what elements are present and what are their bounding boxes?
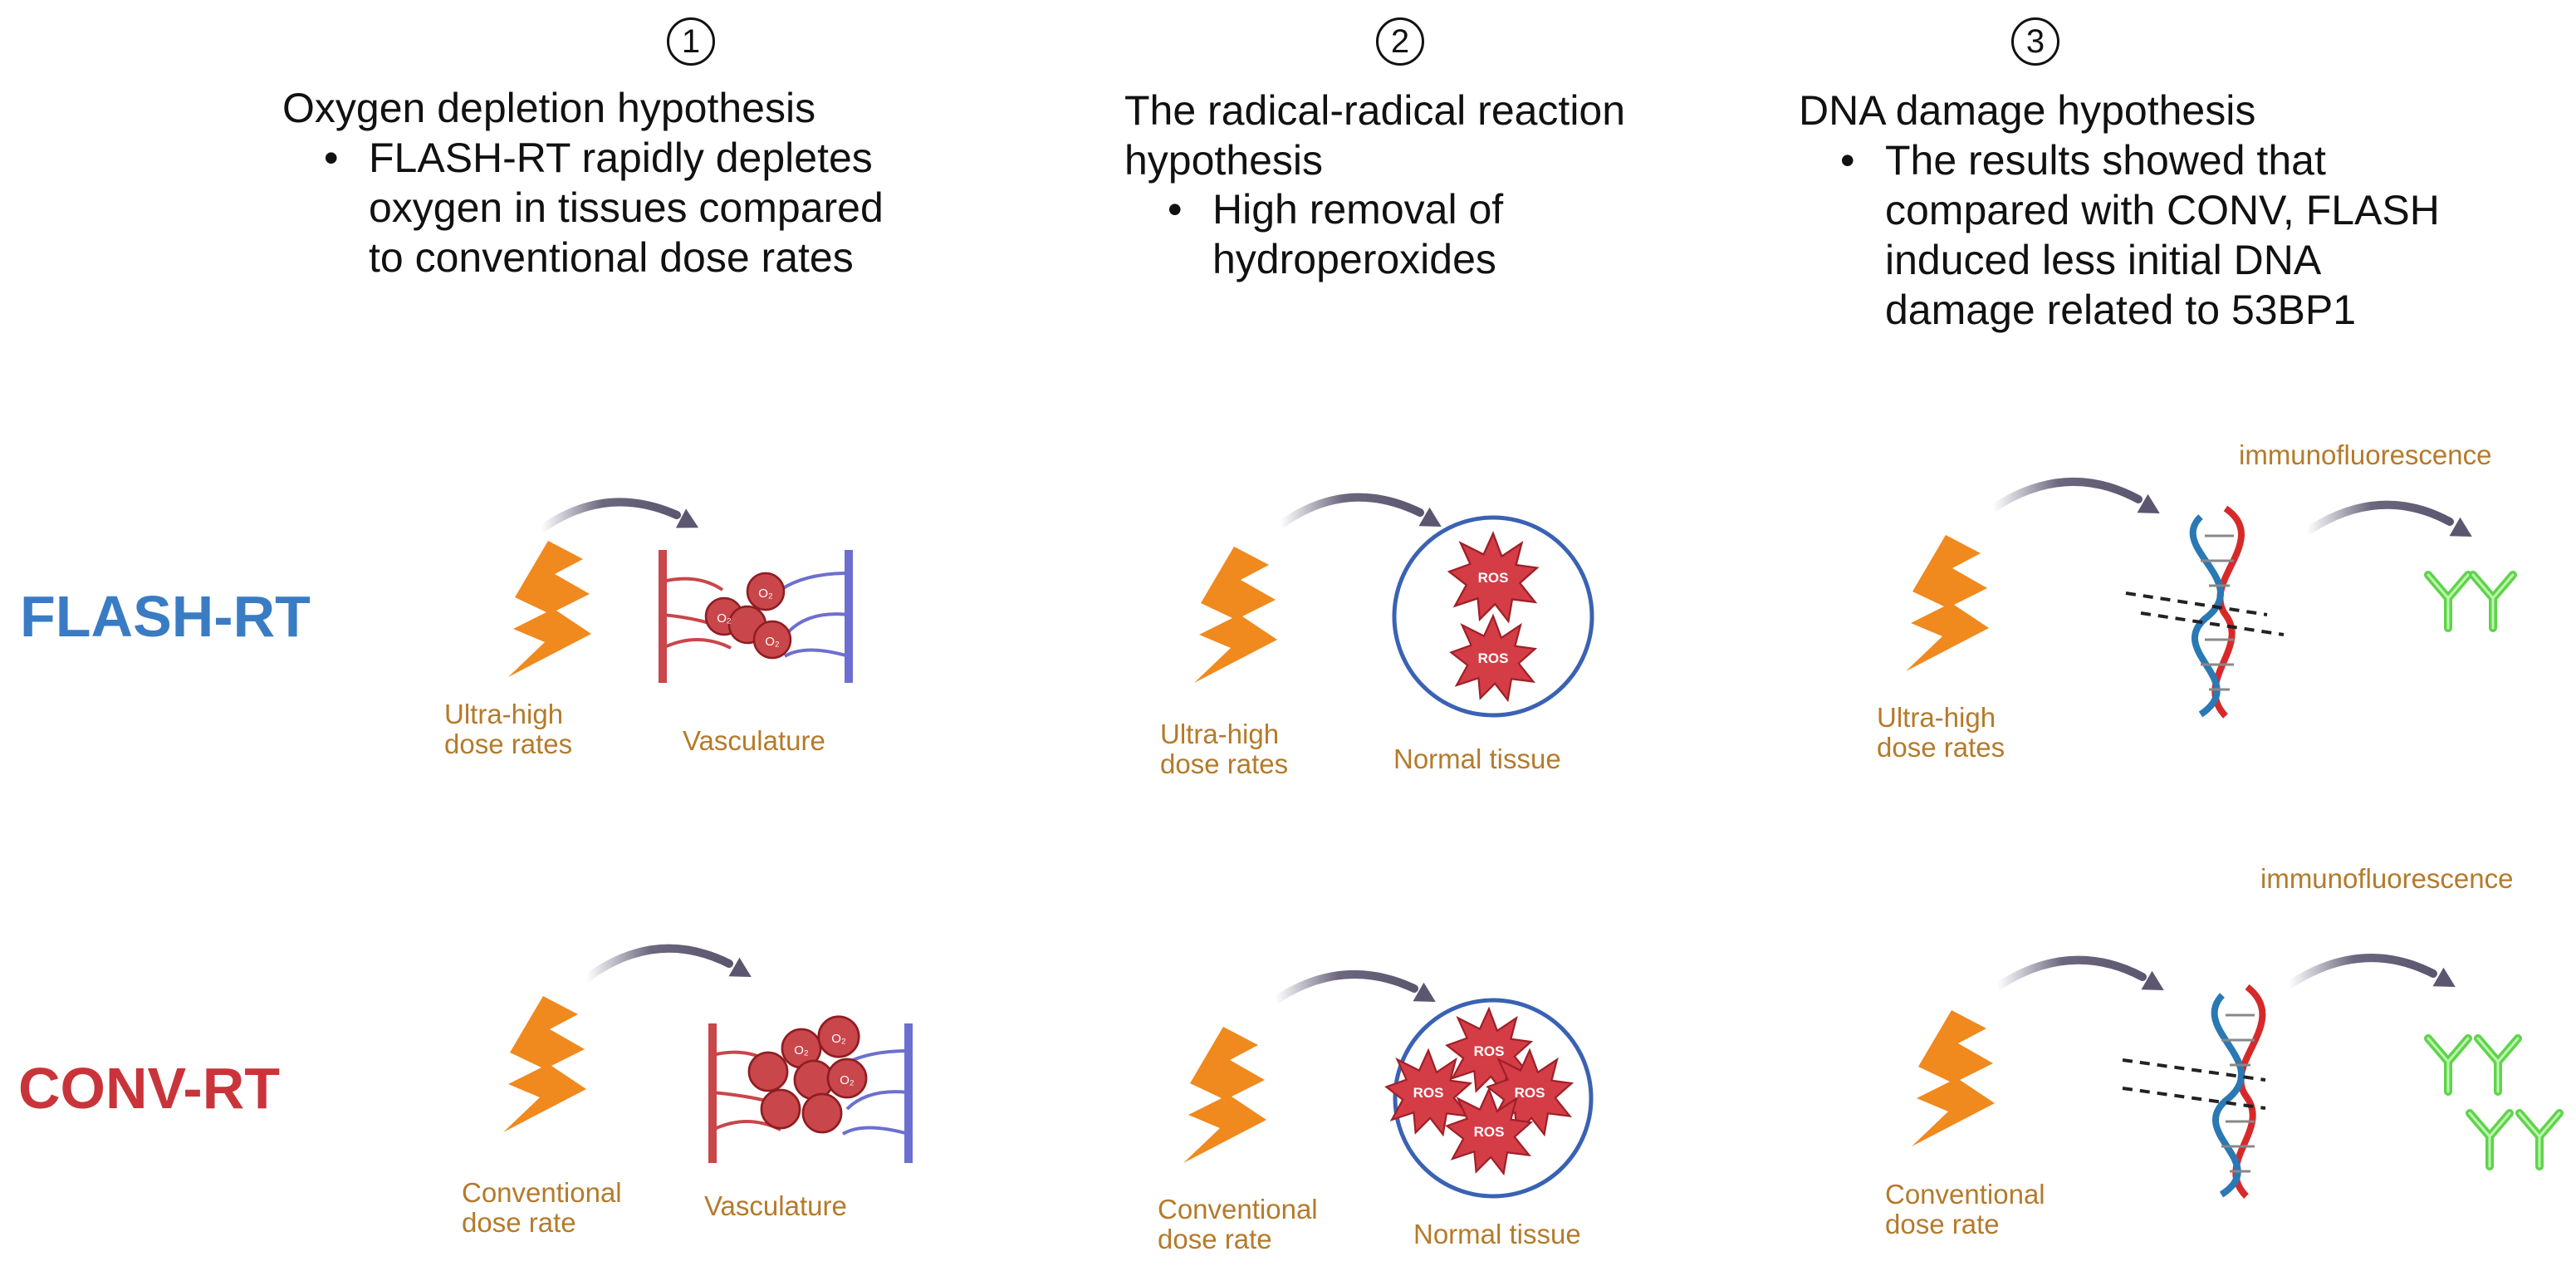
flash-vasculature: O₂ O₂ O₂ xyxy=(659,550,853,683)
label-line: Conventional xyxy=(462,1177,622,1208)
conv-col2-arrow xyxy=(1271,969,1442,1012)
flash-vasculature-label: Vasculature xyxy=(683,725,825,756)
o2-label: O₂ xyxy=(758,586,773,601)
bullet-dot: • xyxy=(1840,137,1855,184)
hypothesis-2-title-line-1: The radical-radical reaction xyxy=(1124,87,1626,134)
label-line: dose rates xyxy=(444,729,573,759)
label-line: Ultra-high xyxy=(1877,702,1996,733)
ros-label: ROS xyxy=(1478,570,1509,586)
hypothesis-1-number: 1 xyxy=(667,17,715,66)
label-line: dose rate xyxy=(462,1207,576,1238)
bullet-dot: • xyxy=(324,135,339,181)
flash-col3-arrow-1 xyxy=(1989,478,2166,523)
conv-col3-dose-label: Conventional dose rate xyxy=(1885,1180,2045,1239)
flash-col1-dose-label: Ultra-high dose rates xyxy=(444,699,572,759)
flash-col1-arrow xyxy=(537,498,704,537)
ros-label: ROS xyxy=(1515,1085,1545,1101)
conv-vasculature: O₂ O₂ O₂ xyxy=(708,1015,913,1163)
hypothesis-2-number: 2 xyxy=(1376,17,1424,66)
conv-col1-dose-label: Conventional dose rate xyxy=(462,1178,622,1238)
label-line: Conventional xyxy=(1158,1194,1318,1224)
flash-normal-tissue-label: Normal tissue xyxy=(1393,744,1561,774)
flash-antibodies xyxy=(2428,575,2513,628)
flash-rt-row-label: FLASH-RT xyxy=(20,584,311,649)
conv-vasculature-label: Vasculature xyxy=(704,1190,847,1221)
conv-col3-arrow-1 xyxy=(1993,955,2170,1000)
hypothesis-2-title: The radical-radical reaction hypothesis xyxy=(1124,86,1625,185)
hypothesis-2-title-line-2: hypothesis xyxy=(1124,137,1324,184)
o2-label: O₂ xyxy=(765,635,780,649)
ros-label: ROS xyxy=(1413,1085,1444,1101)
hypothesis-3-bullet-line-1: The results showed that xyxy=(1885,137,2326,184)
hypothesis-3-bullet: • The results showed that compared with … xyxy=(1840,135,2440,335)
hypothesis-2-bullet-line-2: hydroperoxides xyxy=(1212,236,1496,282)
ros-label: ROS xyxy=(1478,650,1509,666)
label-line: Ultra-high xyxy=(1160,719,1280,749)
hypothesis-2-bullet: • High removal of hydroperoxides xyxy=(1168,184,1504,284)
hypothesis-3-bullet-line-4: damage related to 53BP1 xyxy=(1885,287,2357,333)
ros-label: ROS xyxy=(1474,1124,1505,1140)
flash-col1-bolt xyxy=(508,541,591,677)
hypothesis-3-bullet-line-3: induced less initial DNA xyxy=(1885,237,2322,283)
conv-normal-tissue-label: Normal tissue xyxy=(1413,1219,1581,1249)
o2-label: O₂ xyxy=(717,611,732,626)
hypothesis-3-bullet-line-2: compared with CONV, FLASH xyxy=(1885,187,2440,233)
flash-col3-arrow-2 xyxy=(2303,500,2478,547)
label-line: dose rates xyxy=(1877,732,2005,763)
conv-col3-bolt xyxy=(1912,1010,1995,1146)
label-line: Ultra-high xyxy=(444,699,564,729)
label-line: dose rates xyxy=(1160,748,1289,779)
label-line: Conventional xyxy=(1885,1179,2045,1210)
hypothesis-2-bullet-line-1: High removal of xyxy=(1212,186,1504,233)
bullet-dot: • xyxy=(1168,186,1183,233)
label-line: dose rate xyxy=(1885,1209,2000,1239)
o2-label: O₂ xyxy=(840,1073,855,1087)
conv-col3-arrow-2 xyxy=(2285,954,2461,997)
flash-col2-bolt xyxy=(1194,547,1277,683)
flash-immunofluorescence-label: immunofluorescence xyxy=(2239,439,2492,470)
conv-col1-arrow xyxy=(582,944,757,987)
hypothesis-1-bullet-line-1: FLASH-RT rapidly depletes xyxy=(369,135,873,181)
label-line: dose rate xyxy=(1158,1224,1272,1254)
flash-dna-helix xyxy=(2125,505,2285,719)
flash-col2-arrow xyxy=(1276,493,1447,537)
hypothesis-1-title: Oxygen depletion hypothesis xyxy=(282,85,816,131)
flash-col3-dose-label: Ultra-high dose rates xyxy=(1877,703,2005,763)
conv-antibodies xyxy=(2428,1038,2559,1166)
conv-col2-bolt xyxy=(1183,1027,1266,1163)
hypothesis-3-number: 3 xyxy=(2011,17,2059,66)
flash-col2-dose-label: Ultra-high dose rates xyxy=(1160,719,1288,779)
flash-normal-tissue: ROS ROS xyxy=(1392,515,1594,718)
conv-normal-tissue: ROS ROS ROS ROS xyxy=(1385,998,1594,1199)
o2-label: O₂ xyxy=(831,1032,846,1046)
hypothesis-1-bullet-line-2: oxygen in tissues compared xyxy=(369,184,884,231)
conv-col2-dose-label: Conventional dose rate xyxy=(1158,1195,1318,1254)
conv-rt-row-label: CONV-RT xyxy=(18,1056,280,1121)
hypothesis-3-title: DNA damage hypothesis xyxy=(1799,87,2256,134)
ros-label: ROS xyxy=(1474,1043,1505,1059)
flash-col3-bolt xyxy=(1906,535,1989,671)
conv-immunofluorescence-label: immunofluorescence xyxy=(2260,863,2514,894)
hypothesis-1-bullet: • FLASH-RT rapidly depletes oxygen in ti… xyxy=(324,133,884,282)
conv-col1-bolt xyxy=(503,996,586,1132)
conv-dna-helix xyxy=(2122,984,2266,1199)
hypothesis-1-bullet-line-3: to conventional dose rates xyxy=(369,234,854,281)
o2-label: O₂ xyxy=(794,1043,809,1058)
